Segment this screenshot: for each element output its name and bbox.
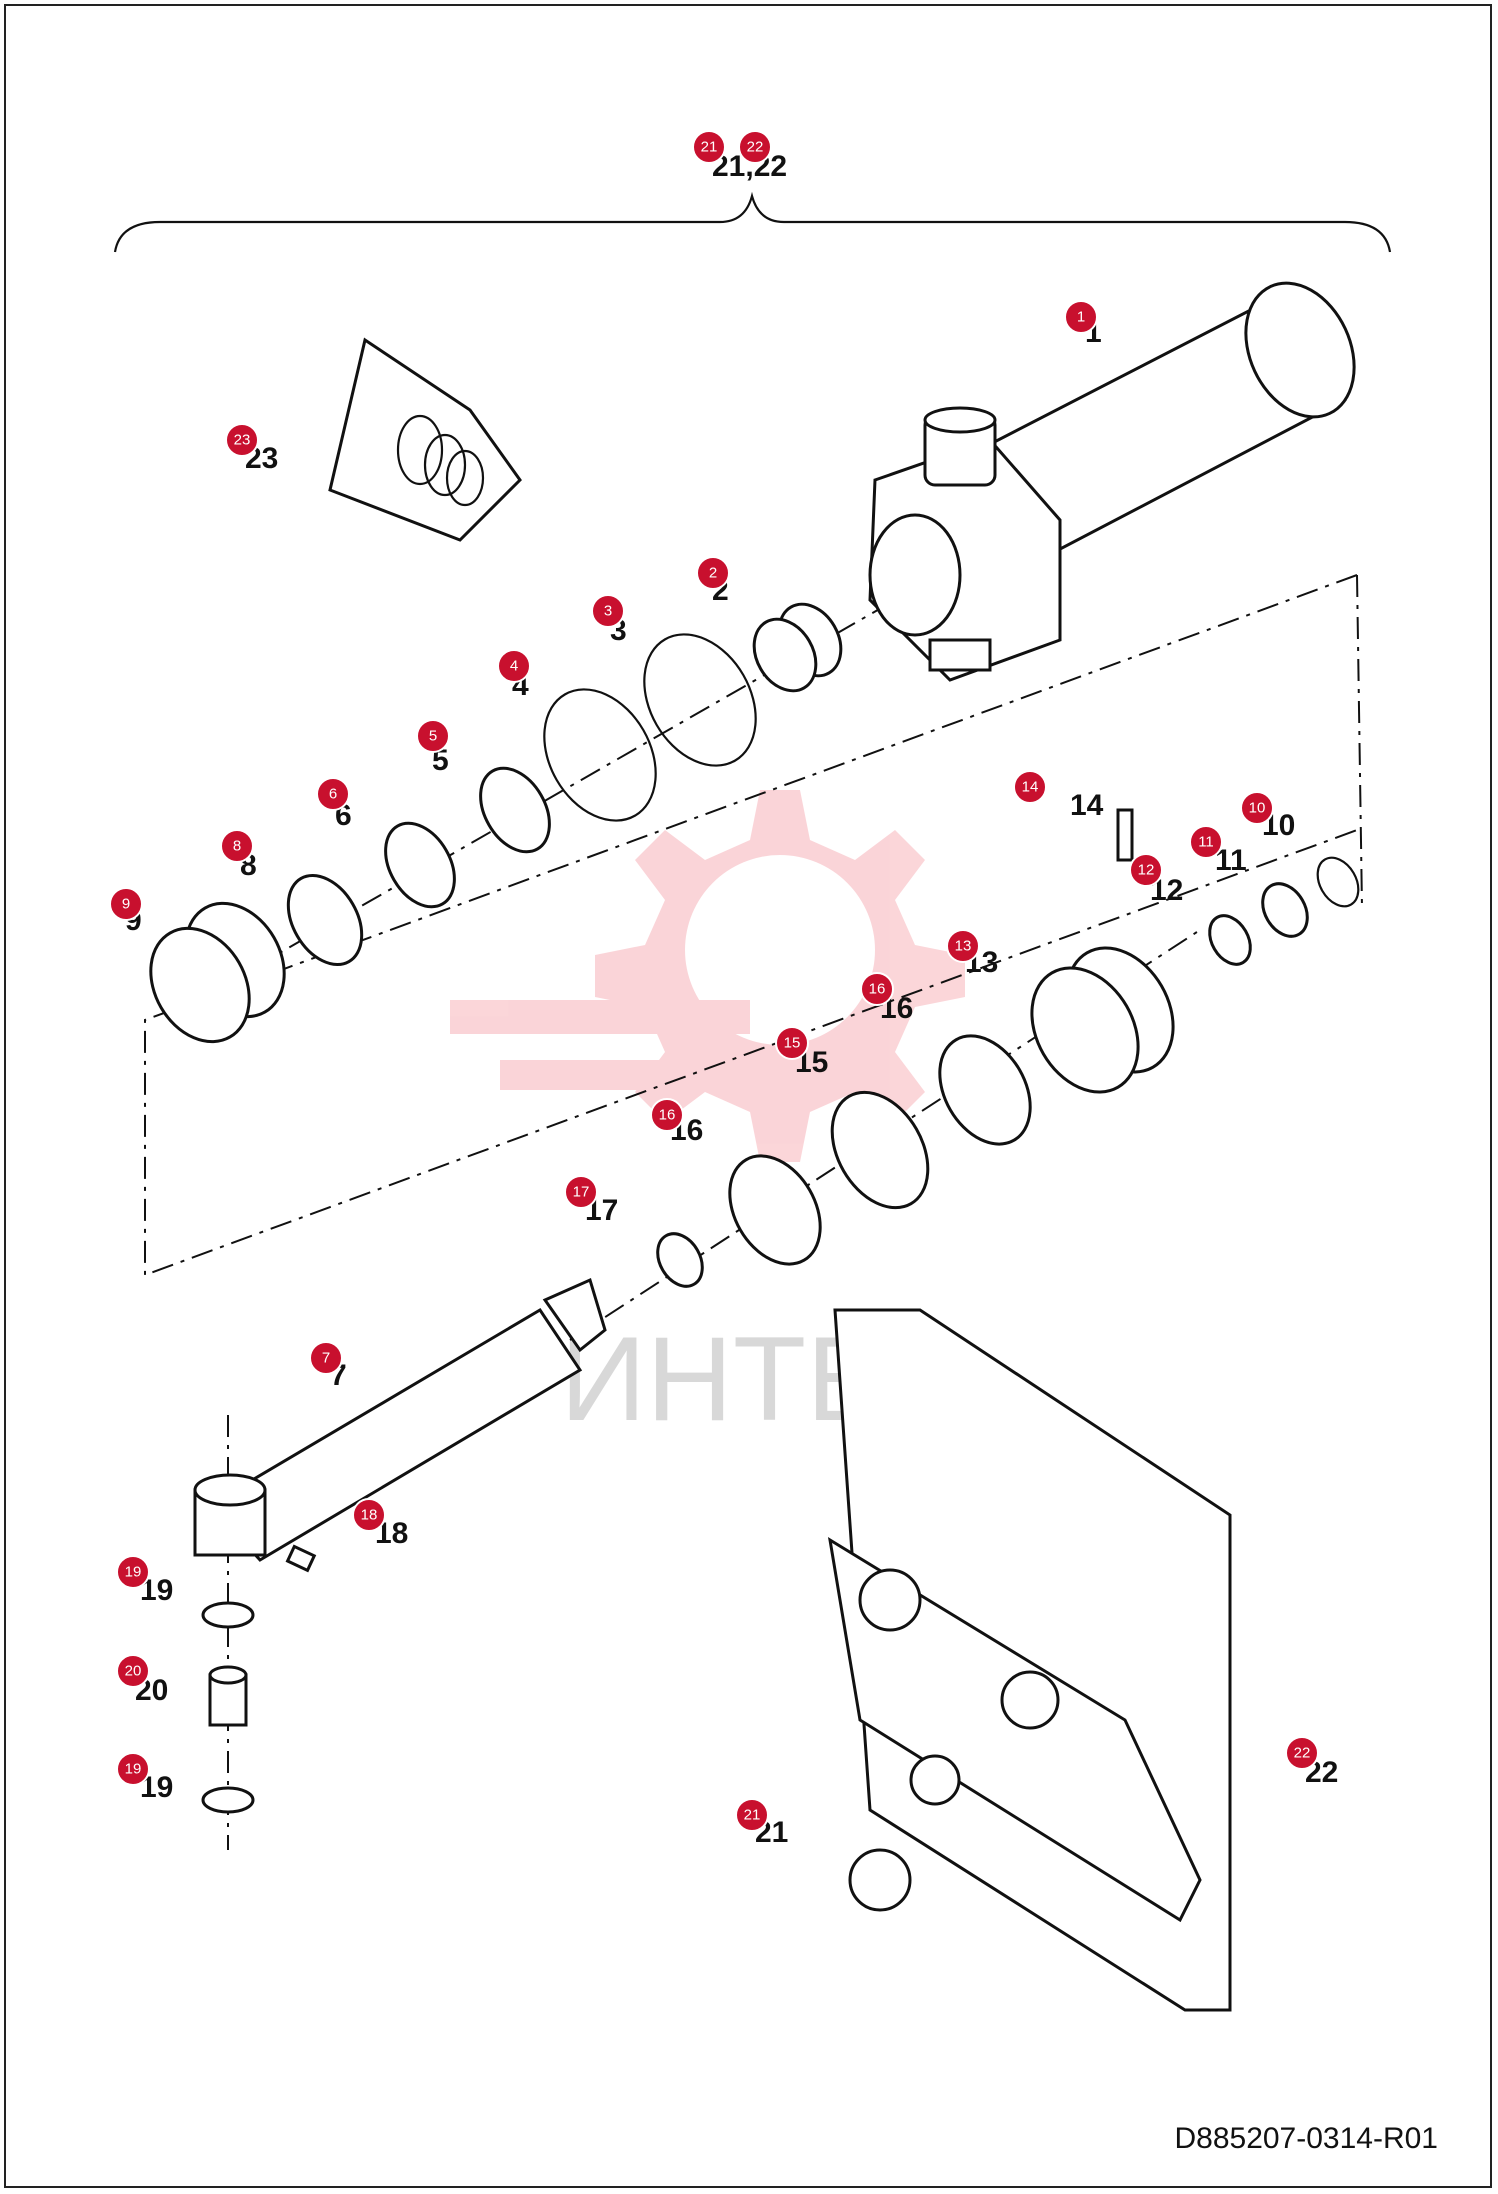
svg-text:4: 4	[510, 658, 518, 675]
callout-5: 5	[416, 719, 450, 753]
callout-3: 3	[591, 594, 625, 628]
part-2-bushing	[752, 602, 843, 693]
part-17-ring	[656, 1232, 704, 1288]
group-bracket	[113, 191, 1392, 253]
part-6-wiper	[384, 821, 456, 909]
part-19-seal-lower	[201, 1786, 255, 1814]
svg-text:14: 14	[1022, 779, 1039, 796]
svg-text:7: 7	[322, 1350, 330, 1367]
callout-14: 14	[1013, 770, 1047, 804]
callout-21-group: 21	[692, 130, 726, 164]
part-4-o-ring	[543, 688, 657, 822]
callout-18: 18	[352, 1498, 386, 1532]
part-5-seal	[479, 766, 551, 854]
part-10-retaining-ring	[1316, 856, 1360, 908]
svg-text:6: 6	[329, 786, 337, 803]
label-14: 14	[1070, 789, 1104, 822]
svg-text:1: 1	[1077, 309, 1085, 326]
svg-text:21: 21	[701, 139, 718, 156]
svg-text:13: 13	[955, 938, 972, 955]
svg-text:5: 5	[429, 728, 437, 745]
part-15-piston-seal	[830, 1090, 930, 1210]
svg-text:17: 17	[573, 1184, 590, 1201]
document-number: D885207-0314-R01	[1174, 2122, 1438, 2155]
part-18-grease-nipple	[285, 1544, 317, 1573]
callout-22-group: 22	[738, 130, 772, 164]
callout-2: 2	[696, 556, 730, 590]
callout-11: 11	[1189, 825, 1223, 859]
part-7-piston-rod	[193, 1277, 607, 1562]
callout-4: 4	[497, 649, 531, 683]
svg-text:23: 23	[234, 432, 251, 449]
part-3-o-ring	[643, 633, 757, 767]
watermark-gear-logo	[450, 790, 965, 1162]
svg-text:12: 12	[1138, 862, 1155, 879]
callout-6: 6	[316, 777, 350, 811]
subassembly-outline	[144, 574, 1363, 1277]
part-16-ring-upper	[938, 1034, 1032, 1146]
callout-20: 20	[116, 1654, 150, 1688]
svg-text:22: 22	[1294, 1745, 1311, 1762]
callout-9: 9	[109, 887, 143, 921]
callout-23: 23	[225, 423, 259, 457]
svg-text:22: 22	[747, 139, 764, 156]
part-12-lock-nut	[1208, 914, 1252, 966]
callout-8: 8	[220, 829, 254, 863]
part-11-washer	[1261, 882, 1309, 938]
callout-10: 10	[1240, 791, 1274, 825]
part-23-seal-kit-bag	[328, 337, 522, 542]
part-19-seal-upper	[201, 1601, 255, 1629]
callout-17: 17	[564, 1175, 598, 1209]
part-9-gland	[149, 901, 286, 1044]
part-1-cylinder-barrel	[868, 281, 1356, 682]
svg-text:19: 19	[125, 1564, 142, 1581]
callout-19-lower: 19	[116, 1752, 150, 1786]
callout-7: 7	[309, 1341, 343, 1375]
callout-badges: 21 22 1 23 2 3 4 5 6 8 9 10 11 12 14 13 …	[109, 130, 1319, 1832]
part-20-bushing	[208, 1665, 248, 1727]
svg-text:20: 20	[125, 1663, 142, 1680]
part-14-set-screw	[1116, 808, 1134, 862]
svg-text:16: 16	[869, 981, 886, 998]
svg-text:16: 16	[659, 1107, 676, 1124]
svg-text:9: 9	[122, 896, 130, 913]
svg-text:3: 3	[604, 603, 612, 620]
part-16-ring-lower	[728, 1154, 822, 1266]
callout-21: 21	[735, 1798, 769, 1832]
frame-assembly	[827, 1308, 1232, 2012]
callout-13: 13	[946, 929, 980, 963]
callout-1: 1	[1064, 300, 1098, 334]
svg-text:11: 11	[1198, 834, 1214, 851]
callout-15: 15	[775, 1026, 809, 1060]
svg-text:19: 19	[125, 1761, 142, 1778]
svg-text:2: 2	[709, 565, 717, 582]
svg-text:15: 15	[784, 1035, 801, 1052]
part-8-seal	[286, 873, 364, 967]
svg-text:10: 10	[1249, 800, 1266, 817]
callout-16-upper: 16	[860, 972, 894, 1006]
callout-12: 12	[1129, 853, 1163, 887]
svg-text:8: 8	[233, 838, 241, 855]
callout-16-lower: 16	[650, 1098, 684, 1132]
svg-text:21: 21	[744, 1807, 761, 1824]
callout-19-upper: 19	[116, 1555, 150, 1589]
part-13-piston	[1030, 946, 1175, 1094]
svg-text:18: 18	[361, 1507, 378, 1524]
callout-22: 22	[1285, 1736, 1319, 1770]
